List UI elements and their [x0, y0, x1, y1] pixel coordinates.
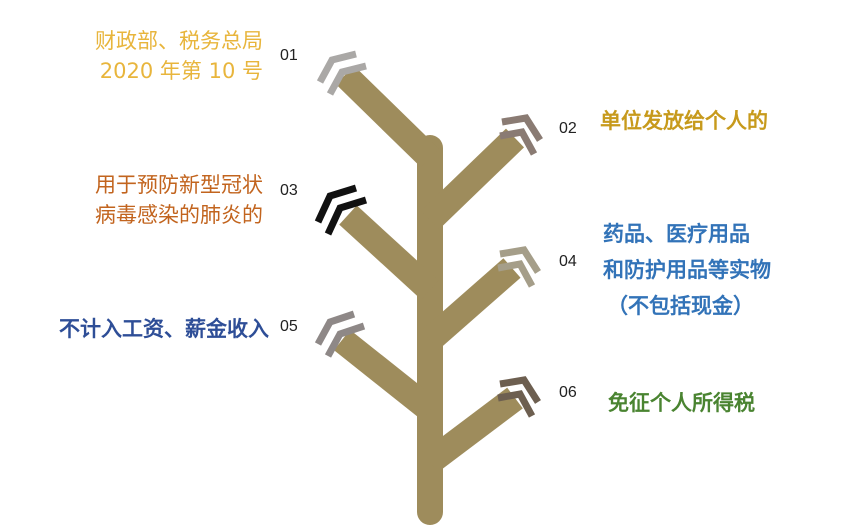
- item-label-03: 用于预防新型冠状 病毒感染的肺炎的: [95, 170, 263, 230]
- branch-03: [339, 205, 439, 300]
- item-number-05: 05: [280, 318, 298, 335]
- item-label-03-line-2: 病毒感染的肺炎的: [95, 203, 263, 227]
- chevron-icon-05: [314, 310, 366, 358]
- item-label-02-line-1: 单位发放给个人的: [600, 109, 768, 133]
- item-label-01: 财政部、税务总局 2020 年第 10 号: [95, 26, 263, 86]
- item-label-01-line-1: 财政部、税务总局: [95, 29, 263, 53]
- item-number-04: 04: [559, 253, 577, 270]
- chevron-icon-01: [316, 50, 367, 96]
- item-number-03: 03: [280, 182, 298, 199]
- item-label-04-line-1: 药品、医疗用品: [603, 222, 750, 246]
- tree-branches: [333, 65, 525, 525]
- item-number-01: 01: [280, 47, 298, 64]
- item-label-05-line-1: 不计入工资、薪金收入: [59, 317, 269, 341]
- chevron-icon-04: [497, 246, 541, 288]
- branch-05: [333, 329, 439, 421]
- item-label-04-line-2: 和防护用品等实物: [603, 258, 771, 282]
- item-label-04: 药品、医疗用品 和防护用品等实物 （不包括现金）: [603, 216, 771, 324]
- branch-02: [420, 128, 525, 230]
- item-number-02: 02: [559, 120, 577, 137]
- item-label-03-line-1: 用于预防新型冠状: [95, 173, 263, 197]
- item-label-05: 不计入工资、薪金收入: [59, 314, 269, 344]
- item-label-02: 单位发放给个人的: [600, 106, 768, 136]
- item-number-06: 06: [559, 384, 577, 401]
- item-label-06: 免征个人所得税: [608, 388, 755, 418]
- branch-06: [422, 387, 523, 473]
- chevron-icon-06: [497, 376, 541, 418]
- chevron-icon-03: [314, 184, 368, 236]
- item-label-04-line-3: （不包括现金）: [607, 294, 754, 318]
- branch-01: [335, 65, 440, 168]
- item-label-01-line-2: 2020 年第 10 号: [99, 59, 263, 83]
- item-label-06-line-1: 免征个人所得税: [608, 391, 755, 415]
- chevron-icon-02: [499, 114, 543, 156]
- branch-04: [421, 258, 521, 350]
